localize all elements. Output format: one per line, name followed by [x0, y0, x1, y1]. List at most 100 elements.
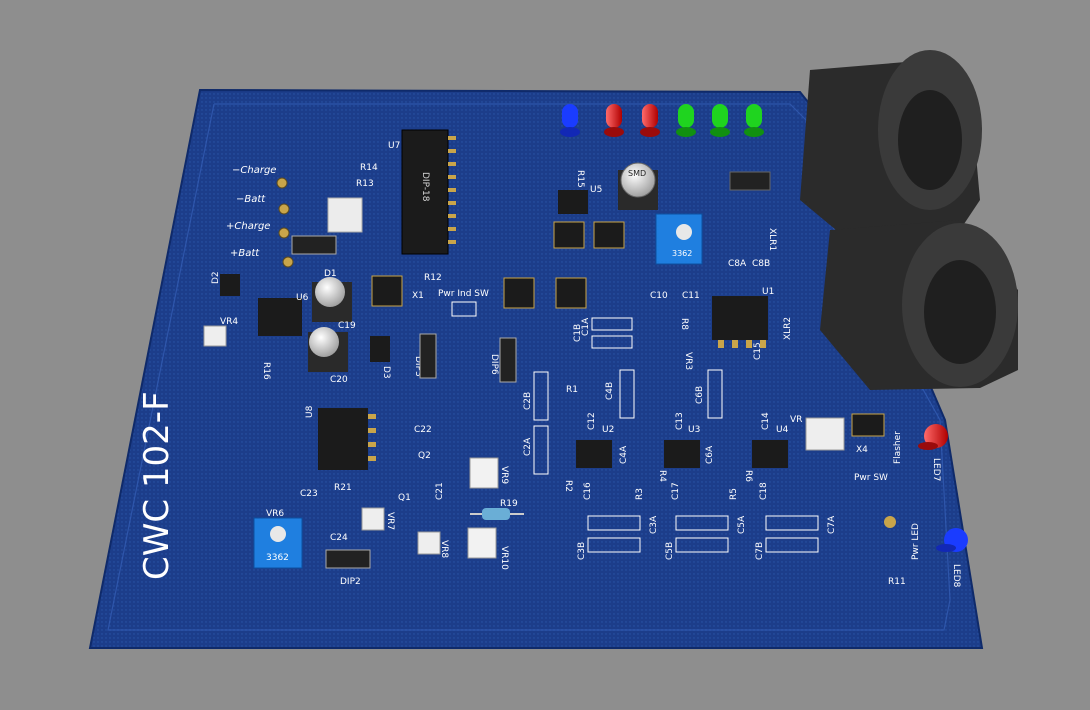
refdes-dip2: DIP2 [340, 577, 361, 587]
u8-ic [318, 408, 376, 470]
label-batt-neg: −Batt [236, 194, 266, 205]
board-outline-trace [107, 103, 951, 631]
refdes-c23: C23 [300, 489, 318, 499]
refdes-c10: C10 [650, 291, 668, 301]
slide-switch-top-right [729, 171, 771, 191]
refdes-r19: R19 [500, 499, 518, 509]
refdes-led7: LED7 [931, 458, 941, 481]
label-flasher: Flasher [893, 431, 903, 464]
dip6-switch [499, 337, 517, 383]
terminal-pads [276, 177, 294, 268]
trimmer-top-marking: 3362 [672, 249, 692, 258]
refdes-r21: R21 [334, 483, 352, 493]
u7-dip18-ic: DIP-18 [401, 129, 456, 255]
refdes-c15: C15 [753, 342, 763, 360]
cap-c20 [308, 327, 348, 372]
refdes-r11: R11 [888, 577, 906, 587]
label-charge-pos: +Charge [226, 221, 270, 232]
led6 [560, 104, 580, 137]
refdes-vr8: VR8 [439, 540, 449, 558]
label-pwr-led: Pwr LED [911, 523, 921, 560]
pcb-board [88, 88, 984, 649]
dip2-switch [325, 549, 371, 569]
refdes-vr6: VR6 [266, 509, 284, 519]
refdes-dip6: DIP6 [489, 354, 499, 375]
refdes-vr: VR [790, 415, 802, 425]
d3-diode [370, 336, 390, 362]
refdes-c24: C24 [330, 533, 348, 543]
refdes-d2: D2 [211, 271, 221, 284]
amp-cap-pads [533, 369, 819, 553]
refdes-q2: Q2 [418, 451, 431, 461]
pwr-led-pad [884, 516, 896, 528]
refdes-c12: C12 [587, 412, 597, 430]
refdes-c19: C19 [338, 321, 356, 331]
r19-resistor [470, 508, 524, 520]
refdes-dip3: DIP3 [413, 356, 423, 377]
refdes-c20: C20 [330, 375, 348, 385]
refdes-r8: R8 [679, 318, 689, 330]
refdes-r13: R13 [356, 179, 374, 189]
led1 [604, 104, 624, 137]
refdes-u7: U7 [388, 141, 400, 151]
trimmer-3362-bottom: 3362 [253, 517, 303, 569]
refdes-c3b: C3B [577, 542, 587, 560]
smd-cap-marking: SMD [628, 169, 646, 178]
refdes-u4: U4 [776, 425, 789, 435]
vr4-trimmer [203, 325, 227, 347]
refdes-c16: C16 [583, 482, 593, 500]
led5 [744, 104, 764, 137]
board-title: CWC 102-F [137, 391, 177, 580]
refdes-c5b: C5B [665, 542, 675, 560]
refdes-c2a: C2A [523, 437, 533, 456]
u5-ic [558, 190, 588, 214]
refdes-c11: C11 [682, 291, 700, 301]
c1-pads [591, 317, 633, 349]
refdes-vr9: VR9 [499, 466, 509, 484]
refdes-x4: X4 [856, 445, 868, 455]
refdes-c6b: C6B [695, 386, 705, 404]
x4-header [851, 413, 885, 437]
label-charge-neg: −Charge [232, 165, 276, 176]
refdes-r14: R14 [360, 163, 378, 173]
refdes-vr4: VR4 [220, 317, 238, 327]
refdes-c22: C22 [414, 425, 432, 435]
refdes-u1: U1 [762, 287, 774, 297]
vr7-trimmer [361, 507, 385, 531]
trimmer-3362-top: 3362 [655, 213, 703, 265]
refdes-r6: R6 [743, 470, 753, 482]
refdes-u5: U5 [590, 185, 602, 195]
vr8-trimmer [417, 531, 441, 555]
refdes-r15: R15 [575, 170, 585, 188]
label-pwr-sw: Pwr SW [854, 473, 888, 483]
dip3-switch [419, 333, 437, 379]
u4-ic [752, 440, 788, 468]
refdes-c6a: C6A [705, 445, 715, 464]
refdes-c1b: C1B [573, 324, 583, 342]
refdes-led8: LED8 [951, 564, 961, 588]
refdes-c7a: C7A [827, 515, 837, 534]
refdes-c8a: C8A [728, 259, 747, 269]
refdes-c21: C21 [435, 482, 445, 500]
refdes-u8: U8 [305, 405, 315, 418]
u2-ic [576, 440, 612, 468]
refdes-u2: U2 [602, 425, 614, 435]
u1-ic [712, 296, 768, 348]
refdes-xlr1: XLR1 [767, 228, 777, 251]
refdes-x1: X1 [412, 291, 424, 301]
refdes-r12: R12 [424, 273, 442, 283]
refdes-r5: R5 [729, 488, 739, 500]
vr9-trimmer [469, 457, 499, 489]
refdes-r16: R16 [261, 362, 271, 380]
refdes-r4: R4 [657, 470, 667, 482]
refdes-xlr2: XLR2 [783, 317, 793, 340]
refdes-c18: C18 [759, 482, 769, 500]
refdes-c2b: C2B [523, 392, 533, 410]
u7-body-label: DIP-18 [420, 172, 430, 202]
pin-headers-mid [503, 277, 587, 309]
cap-c19 [312, 277, 352, 322]
refdes-u3: U3 [688, 425, 700, 435]
pwr-ind-sw-pads [451, 301, 477, 317]
u3-ic [664, 440, 700, 468]
